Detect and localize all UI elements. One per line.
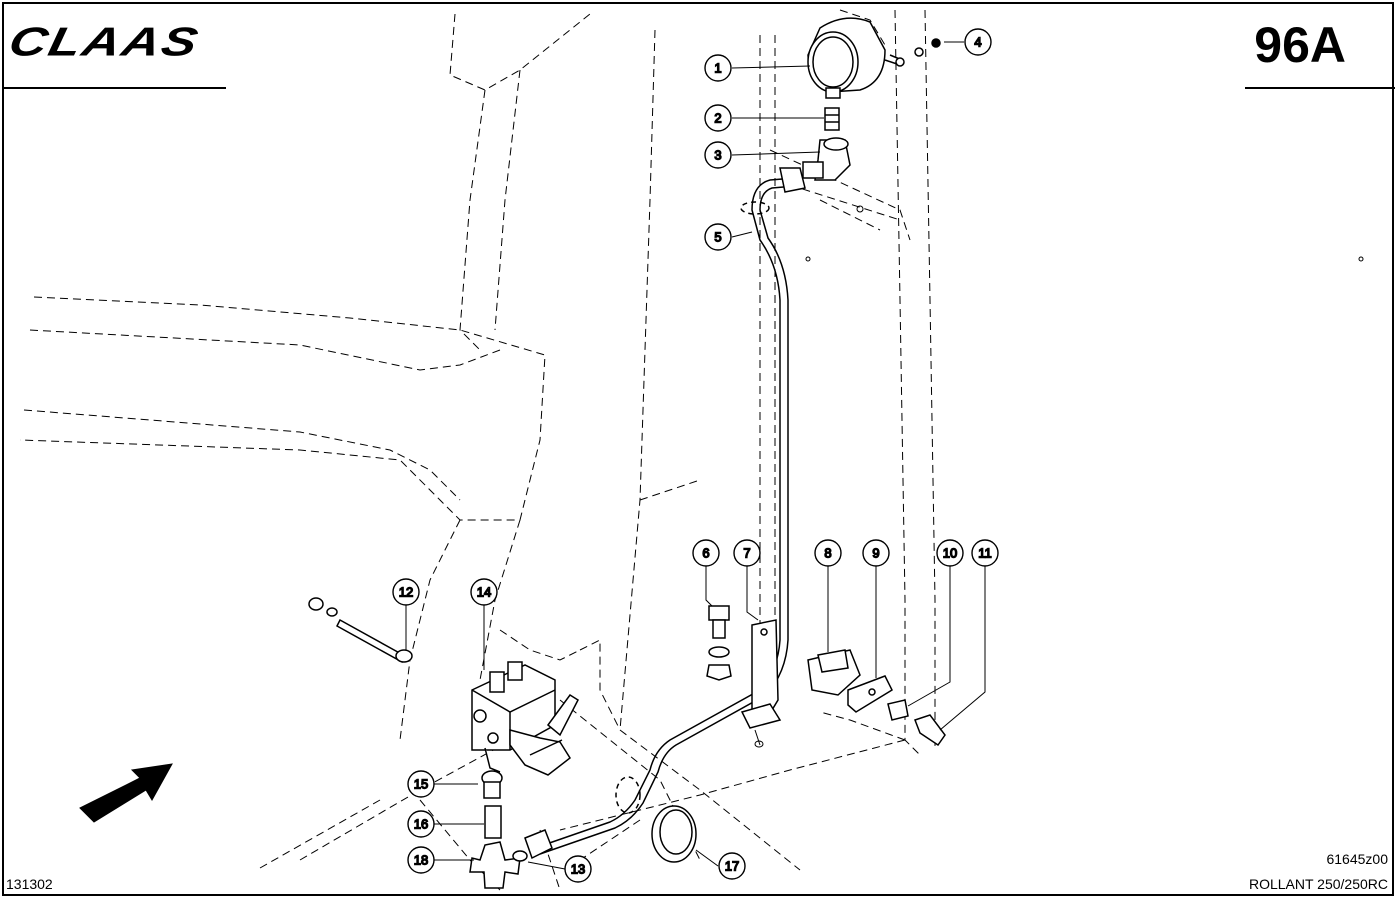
callout-label-6: 6 bbox=[702, 546, 709, 561]
callout-3: 3 bbox=[704, 141, 732, 169]
callout-14: 14 bbox=[470, 578, 498, 606]
callout-8: 8 bbox=[814, 539, 842, 567]
callout-label-1: 1 bbox=[714, 61, 721, 76]
callout-label-10: 10 bbox=[943, 546, 957, 561]
callout-9: 9 bbox=[862, 539, 890, 567]
page-number-underline bbox=[1245, 87, 1395, 89]
callout-1: 1 bbox=[704, 54, 732, 82]
callout-11: 11 bbox=[971, 539, 999, 567]
callout-17: 17 bbox=[718, 852, 746, 880]
callout-label-11: 11 bbox=[978, 546, 992, 561]
callout-label-17: 17 bbox=[725, 859, 739, 874]
callout-5: 5 bbox=[704, 223, 732, 251]
model-name: ROLLANT 250/250RC bbox=[1248, 876, 1388, 892]
callout-16: 16 bbox=[407, 810, 435, 838]
logo-underline bbox=[4, 87, 226, 89]
fitting-part bbox=[824, 107, 840, 131]
callout-10: 10 bbox=[936, 539, 964, 567]
callout-label-18: 18 bbox=[414, 853, 428, 868]
callout-label-8: 8 bbox=[824, 546, 831, 561]
callout-2: 2 bbox=[704, 104, 732, 132]
callout-label-4: 4 bbox=[974, 35, 981, 50]
callout-18: 18 bbox=[407, 846, 435, 874]
callouts: 1 2 3 4 5 6 7 8 9 10 11 12 13 14 15 16 1… bbox=[392, 28, 999, 883]
callout-label-2: 2 bbox=[714, 111, 721, 126]
leader-lines bbox=[405, 41, 986, 870]
callout-6: 6 bbox=[692, 539, 720, 567]
callout-12: 12 bbox=[392, 578, 420, 606]
callout-label-5: 5 bbox=[714, 230, 721, 245]
callout-15: 15 bbox=[407, 770, 435, 798]
callout-label-13: 13 bbox=[571, 862, 585, 877]
callout-label-3: 3 bbox=[714, 148, 721, 163]
callout-4: 4 bbox=[964, 28, 992, 56]
bolt-and-fittings bbox=[308, 597, 697, 889]
small-hardware bbox=[706, 605, 946, 747]
footer-code: 131302 bbox=[6, 876, 53, 892]
detail-marks bbox=[754, 205, 1364, 748]
valve-block-part bbox=[471, 661, 579, 776]
callout-label-9: 9 bbox=[872, 546, 879, 561]
callout-label-15: 15 bbox=[414, 777, 428, 792]
gauge-part bbox=[807, 17, 941, 99]
page-number: 96A bbox=[1254, 17, 1346, 73]
callout-13: 13 bbox=[564, 855, 592, 883]
machine-outline bbox=[19, 9, 936, 891]
callout-label-7: 7 bbox=[743, 546, 750, 561]
elbow-part bbox=[802, 137, 851, 181]
callout-label-14: 14 bbox=[477, 585, 491, 600]
direction-arrow bbox=[79, 763, 173, 823]
callout-label-12: 12 bbox=[399, 585, 413, 600]
callout-7: 7 bbox=[733, 539, 761, 567]
callout-label-16: 16 bbox=[414, 817, 428, 832]
drawing-reference: 61645z00 bbox=[1326, 851, 1388, 867]
